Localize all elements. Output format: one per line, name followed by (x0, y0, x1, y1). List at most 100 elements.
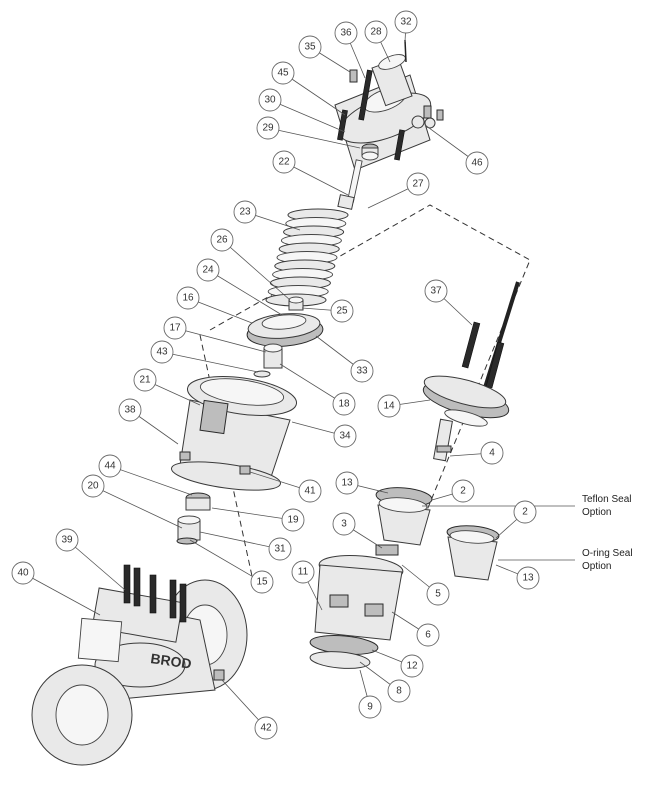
callout-15: 15 (189, 539, 274, 594)
bellows-flange (246, 313, 324, 347)
callout-bubble (196, 258, 220, 282)
callout-bubble (394, 10, 418, 34)
callout-number: 26 (216, 235, 228, 246)
callout-42: 42 (221, 679, 278, 740)
callout-leader (187, 297, 253, 324)
callout-bubble (250, 570, 274, 594)
callout-bubble (330, 299, 354, 323)
callout-32: 32 (394, 10, 418, 43)
callout-12: 12 (371, 649, 424, 678)
callout-40: 40 (11, 561, 101, 616)
callout-29: 29 (256, 116, 361, 149)
callout-number: 18 (338, 399, 350, 410)
callout-leader (109, 465, 193, 496)
seat-13-oring (446, 525, 500, 581)
callout-31: 31 (199, 531, 292, 561)
callout-bubble (55, 528, 79, 552)
callout-number: 25 (336, 306, 348, 317)
callout-number: 38 (124, 405, 136, 416)
cover-bolts (337, 69, 444, 161)
callout-leader (199, 531, 281, 550)
callout-21: 21 (133, 368, 201, 406)
callout-number: 45 (277, 68, 289, 79)
teflon-option-label: Teflon Seal Option (582, 494, 631, 518)
callout-number: 14 (383, 401, 395, 412)
callout-25: 25 (301, 299, 354, 323)
callout-number: 35 (304, 42, 316, 53)
callout-23: 23 (233, 200, 301, 231)
callout-27: 27 (367, 172, 430, 209)
callout-bubble (416, 623, 440, 647)
callout-layer: 3228363545302946222723262425161733431821… (11, 10, 540, 740)
callout-number: 23 (239, 207, 251, 218)
callout-number: 24 (202, 265, 214, 276)
callout-bubble (406, 172, 430, 196)
callout-number: 3 (341, 519, 347, 530)
callout-leader (269, 99, 346, 133)
callout-bubble (334, 21, 358, 45)
callout-46: 46 (424, 124, 489, 175)
callout-bubble (210, 228, 234, 252)
callout-bubble (424, 279, 448, 303)
callout-bubble (272, 150, 296, 174)
svg-text:Option: Option (582, 561, 611, 572)
body-studs-39 (123, 564, 187, 623)
callout-leader (282, 72, 346, 116)
callout-number: 32 (400, 17, 412, 28)
callout-bubble (281, 508, 305, 532)
callout-bubble (11, 561, 35, 585)
callout-number: 2 (460, 486, 466, 497)
callout-leader (283, 161, 349, 196)
callout-bubble (387, 679, 411, 703)
callout-43: 43 (150, 340, 259, 373)
callout-19: 19 (211, 507, 305, 532)
callout-number: 6 (425, 630, 431, 641)
callout-30: 30 (258, 88, 346, 133)
guide-17 (253, 343, 283, 378)
callout-20: 20 (81, 474, 183, 529)
callout-bubble (150, 340, 174, 364)
seat-13-teflon (375, 487, 433, 546)
callout-number: 21 (139, 375, 151, 386)
callout-2: 2 (431, 479, 475, 503)
callout-number: 40 (17, 568, 29, 579)
callout-leader (189, 539, 263, 583)
callout-number: 5 (435, 589, 441, 600)
callout-leader (92, 485, 183, 529)
callout-number: 17 (169, 323, 181, 334)
callout-5: 5 (401, 564, 450, 606)
callout-bubble (81, 474, 105, 498)
svg-text:O-ring Seal: O-ring Seal (582, 548, 633, 559)
callout-9: 9 (358, 669, 382, 719)
bellows-23 (265, 208, 349, 307)
callout-bubble (176, 286, 200, 310)
callout-bubble (426, 582, 450, 606)
callout-26: 26 (210, 228, 291, 301)
bellows-nut (288, 296, 304, 311)
callout-number: 31 (274, 544, 286, 555)
callout-number: 41 (304, 486, 316, 497)
callout-3: 3 (332, 512, 383, 549)
callout-number: 37 (430, 286, 442, 297)
callout-number: 46 (471, 158, 483, 169)
callout-leader (22, 572, 101, 616)
callout-bubble (133, 368, 157, 392)
callout-number: 36 (340, 28, 352, 39)
callout-bubble (256, 116, 280, 140)
plug-assembly (176, 492, 211, 545)
callout-bubble (364, 20, 388, 44)
callout-13: 13 (495, 564, 540, 590)
callout-number: 22 (278, 157, 290, 168)
callout-number: 19 (287, 515, 299, 526)
callout-38: 38 (118, 398, 179, 445)
callout-number: 44 (104, 461, 116, 472)
callout-leader (174, 327, 267, 353)
callout-number: 9 (367, 702, 373, 713)
callout-leader (221, 239, 291, 301)
callout-number: 34 (339, 431, 351, 442)
callout-number: 11 (298, 567, 309, 578)
bonnet-21 (171, 376, 298, 491)
callout-number: 8 (396, 686, 402, 697)
callout-number: 42 (260, 723, 272, 734)
callout-leader (161, 351, 259, 373)
